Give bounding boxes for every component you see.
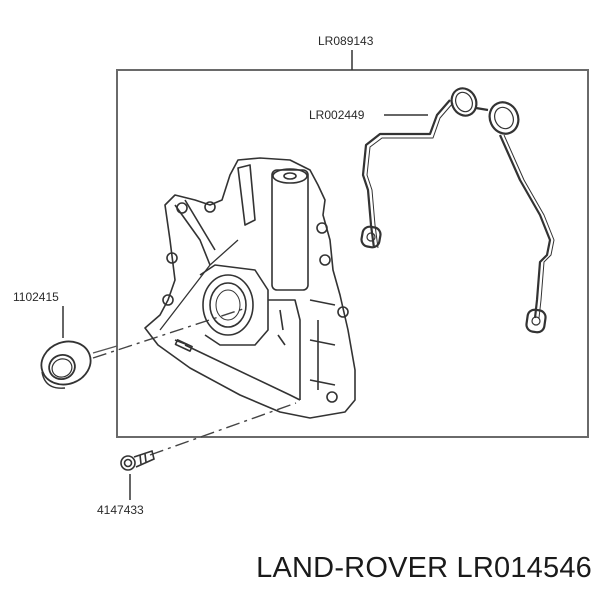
callout-gasket-part-number: LR002449 [309,108,365,122]
seal-connector [92,345,118,354]
gasket-illustration [360,87,555,334]
oil-seal-illustration [40,340,92,389]
alignment-line-seal [92,307,247,359]
alignment-line-bolt [149,402,297,456]
bolt-illustration [120,449,155,471]
diagram-caption: LAND-ROVER LR014546 [256,552,592,584]
callout-bolt-part-number: 4147433 [97,503,144,517]
oil-pump-illustration [144,157,356,419]
callout-seal-part-number: 1102415 [13,290,59,304]
callout-assembly-part-number: LR089143 [318,34,374,48]
